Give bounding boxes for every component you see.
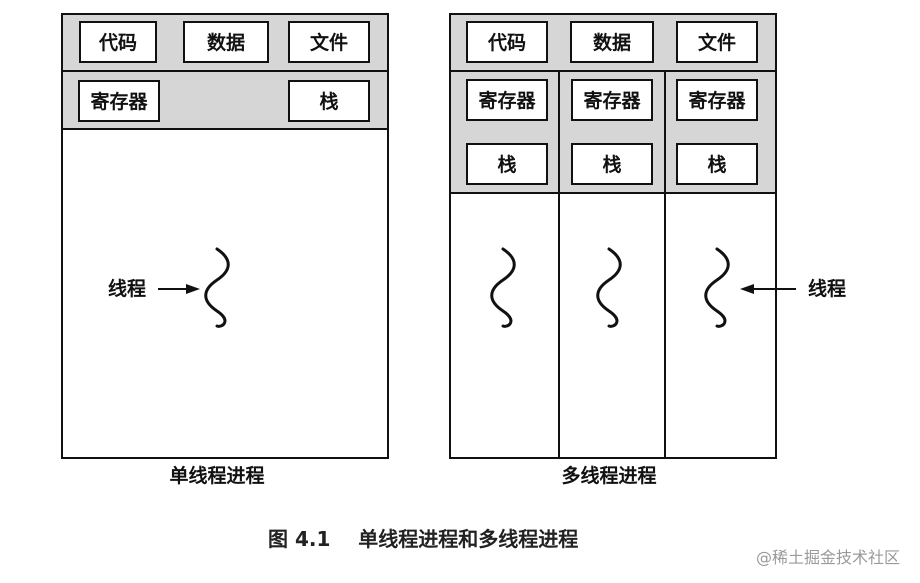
single-data-box: 数据 <box>183 21 269 63</box>
multi-data-box: 数据 <box>570 21 654 63</box>
multi-process-title: 多线程进程 <box>561 464 656 487</box>
single-thread-squiggle <box>204 247 230 328</box>
watermark: @稀土掘金技术社区 <box>756 548 900 567</box>
single-register-box: 寄存器 <box>78 80 160 122</box>
single-code-box: 代码 <box>79 21 157 63</box>
multi-thread-squiggle-3 <box>704 247 730 328</box>
single-thread-label: 线程 <box>108 277 146 300</box>
multi-thread-squiggle-1 <box>490 247 516 328</box>
multi-stack-box-2: 栈 <box>571 143 653 185</box>
single-code-label: 代码 <box>98 32 137 54</box>
multi-code-label: 代码 <box>487 32 526 54</box>
multi-stack-label: 栈 <box>602 153 621 176</box>
multi-thread-arrow <box>740 284 796 294</box>
multi-thread-label: 线程 <box>808 277 846 300</box>
multi-thread-process: 代码 数据 文件 寄存器 栈 寄存器 栈 <box>449 13 846 487</box>
single-file-box: 文件 <box>288 21 370 63</box>
single-file-label: 文件 <box>310 31 348 54</box>
single-register-label: 寄存器 <box>90 90 148 113</box>
multi-stack-box-1: 栈 <box>466 143 548 185</box>
single-thread-arrow <box>158 284 200 294</box>
multi-register-label: 寄存器 <box>688 89 746 112</box>
multi-register-box-2: 寄存器 <box>571 79 653 121</box>
multi-stack-label: 栈 <box>497 153 516 176</box>
multi-register-label: 寄存器 <box>478 89 536 112</box>
multi-register-label: 寄存器 <box>583 89 641 112</box>
single-process-title: 单线程进程 <box>169 464 264 487</box>
multi-file-box: 文件 <box>676 21 758 63</box>
multi-stack-label: 栈 <box>707 153 726 176</box>
multi-data-label: 数据 <box>593 31 631 54</box>
multi-stack-box-3: 栈 <box>676 143 758 185</box>
single-thread-process: 代码 数据 文件 寄存器 栈 线程 单线程进程 <box>61 13 389 487</box>
single-stack-label: 栈 <box>319 90 338 113</box>
multi-register-box-1: 寄存器 <box>466 79 548 121</box>
multi-code-box: 代码 <box>466 21 548 63</box>
multi-thread-squiggle-2 <box>596 247 622 328</box>
multi-register-box-3: 寄存器 <box>676 79 758 121</box>
figure-caption: 图 4.1 单线程进程和多线程进程 <box>268 527 578 551</box>
single-data-label: 数据 <box>207 31 245 54</box>
single-stack-box: 栈 <box>288 80 370 122</box>
multi-file-label: 文件 <box>698 31 736 54</box>
